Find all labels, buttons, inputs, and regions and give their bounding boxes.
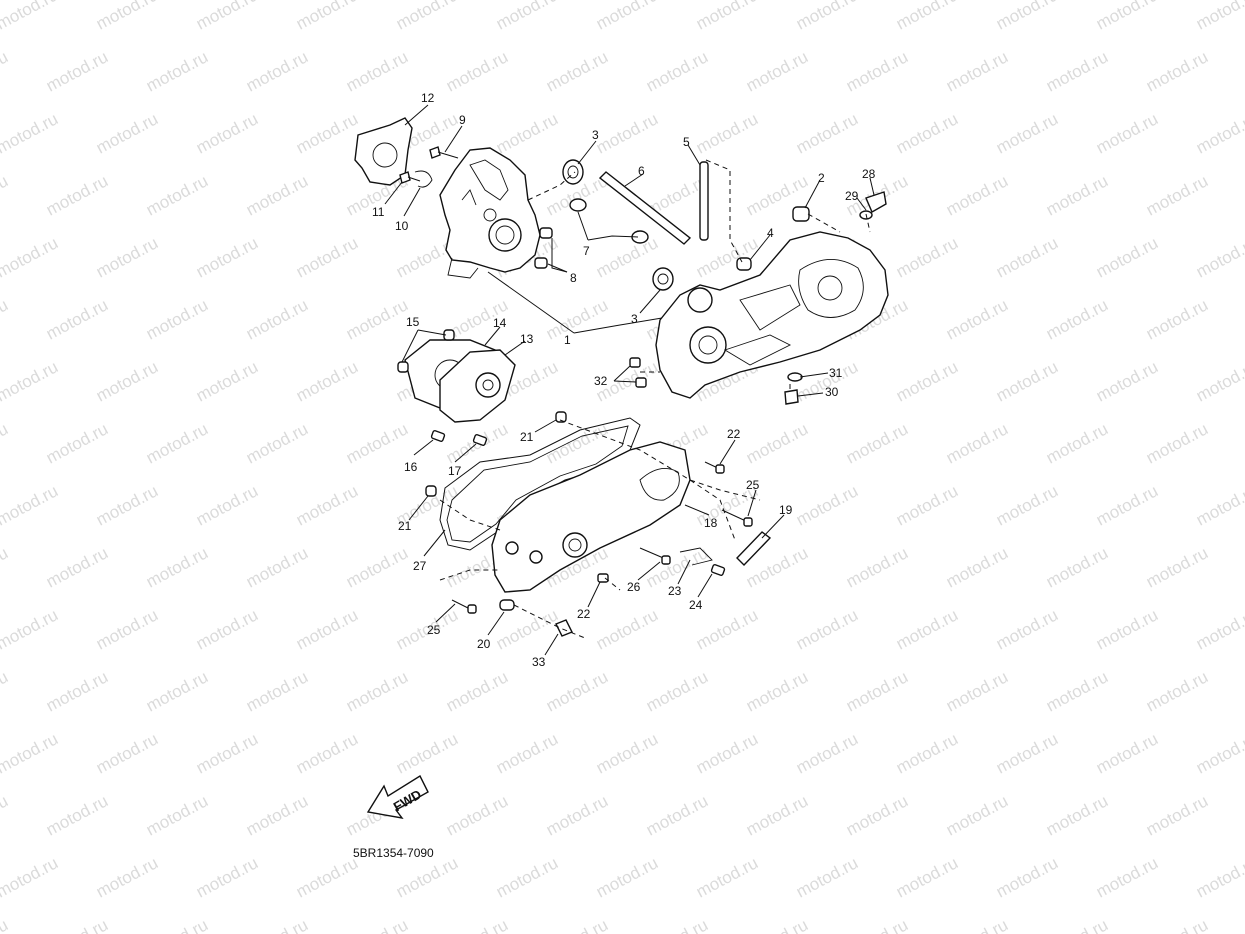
bearing-3-upper <box>562 159 584 185</box>
drain-bolt-30 <box>784 389 799 405</box>
callout-1: 1 <box>564 333 571 347</box>
bolt-22-upper <box>704 461 725 474</box>
oil-pump-13 <box>439 349 516 423</box>
collar-2 <box>792 206 810 222</box>
collar-4 <box>736 257 752 271</box>
callout-5: 5 <box>683 135 690 149</box>
callout-3-upper: 3 <box>592 128 599 142</box>
callout-33: 33 <box>532 655 546 669</box>
callout-31: 31 <box>829 366 843 380</box>
bearing-3-lower <box>652 267 674 291</box>
bolt-22-lower <box>597 573 609 583</box>
callout-19: 19 <box>779 503 793 517</box>
screws-16-17 <box>430 430 488 446</box>
callout-14: 14 <box>493 316 507 330</box>
assembly-dashed-lines <box>439 159 871 639</box>
label-plate-19 <box>736 531 772 566</box>
callout-25-left: 25 <box>427 623 441 637</box>
callout-12: 12 <box>421 91 435 105</box>
callout-23: 23 <box>668 584 682 598</box>
callout-15: 15 <box>406 315 420 329</box>
callout-28: 28 <box>862 167 876 181</box>
bolt-25-right <box>721 509 753 527</box>
callout-22-upper: 22 <box>727 427 741 441</box>
callout-29: 29 <box>845 189 859 203</box>
callout-16: 16 <box>404 460 418 474</box>
clamp-33 <box>555 619 573 637</box>
dowels-15 <box>397 329 455 373</box>
callout-27: 27 <box>413 559 427 573</box>
callout-4: 4 <box>767 226 774 240</box>
clip-10 <box>414 170 433 188</box>
callout-6: 6 <box>638 164 645 178</box>
callout-25-right: 25 <box>746 478 760 492</box>
bolt-25-left <box>451 599 477 614</box>
bolt-26 <box>639 547 671 565</box>
callout-labels: 12 9 11 10 3 5 6 7 8 3 2 4 28 29 1 14 13… <box>372 91 876 669</box>
callout-13: 13 <box>520 332 534 346</box>
callout-10: 10 <box>395 219 409 233</box>
washer-31 <box>787 372 803 382</box>
screw-11 <box>399 171 421 184</box>
leader-lines <box>384 104 875 656</box>
callout-26: 26 <box>627 580 641 594</box>
callout-8: 8 <box>570 271 577 285</box>
watermark-text: motod.ru <box>0 915 11 934</box>
callout-18: 18 <box>704 516 718 530</box>
crankcase-left-half <box>439 147 541 279</box>
callout-21-upper: 21 <box>520 430 534 444</box>
crankcase-cover-18 <box>491 441 691 593</box>
callout-2: 2 <box>818 171 825 185</box>
dowel-20 <box>499 599 515 611</box>
oil-seals-7 <box>569 198 649 244</box>
pin-5 <box>699 161 709 241</box>
bolts-32 <box>629 357 647 388</box>
dowels-21 <box>425 411 567 497</box>
callout-11: 11 <box>372 205 385 219</box>
callout-32: 32 <box>594 374 608 388</box>
callout-17: 17 <box>448 464 462 478</box>
callout-9: 9 <box>459 113 466 127</box>
bolt-24 <box>710 564 726 576</box>
fwd-arrow-icon: FWD <box>366 774 429 819</box>
callout-30: 30 <box>825 385 839 399</box>
callout-24: 24 <box>689 598 703 612</box>
bracket-23 <box>679 547 713 566</box>
crankcase-right-half <box>655 231 889 399</box>
callout-20: 20 <box>477 637 491 651</box>
shaft-6 <box>598 171 692 245</box>
callout-7: 7 <box>583 244 590 258</box>
plug-28 <box>865 191 887 213</box>
dowel-pins-8 <box>534 227 553 269</box>
diagram-code: 5BR1354-7090 <box>353 846 434 860</box>
gasket-12 <box>354 117 413 186</box>
screw-9 <box>429 146 459 159</box>
callout-3-lower: 3 <box>631 312 638 326</box>
callout-22-lower: 22 <box>577 607 591 621</box>
callout-21-lower: 21 <box>398 519 412 533</box>
